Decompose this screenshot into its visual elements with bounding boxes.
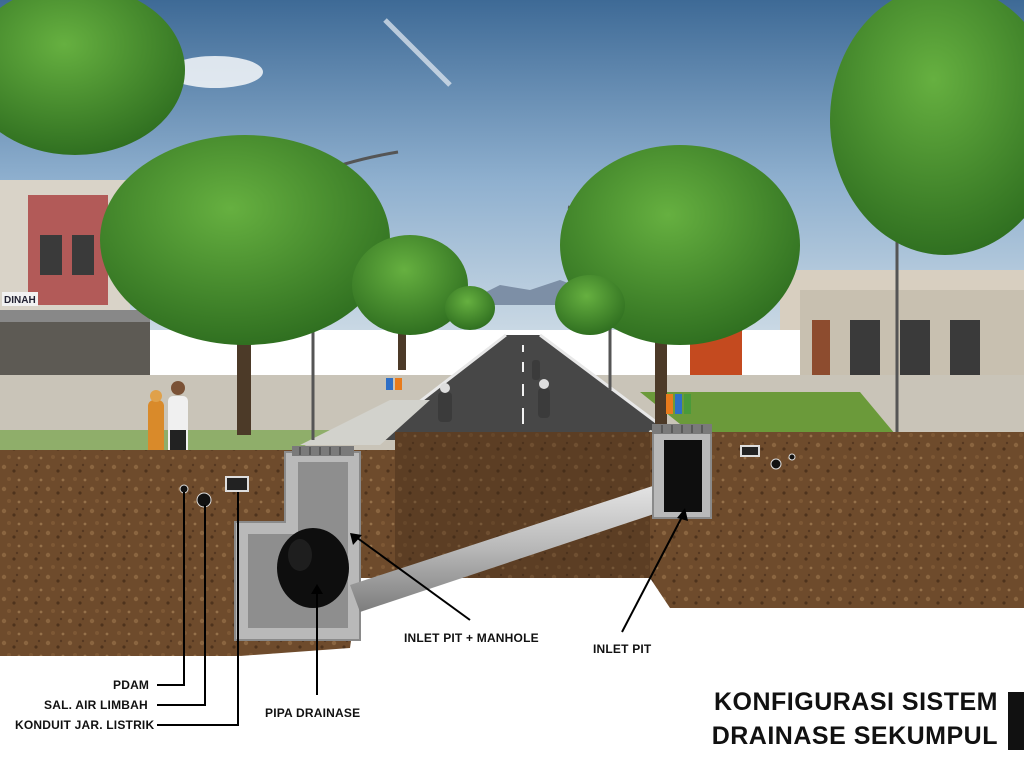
title-line-2: DRAINASE SEKUMPUL bbox=[711, 722, 998, 750]
buildings-left bbox=[0, 180, 150, 390]
trash-bins bbox=[386, 378, 691, 414]
arrow-inlet-pit bbox=[677, 508, 688, 521]
contrail bbox=[383, 18, 452, 87]
leader-sal-air-limbah bbox=[157, 505, 206, 706]
tree-left-mid bbox=[352, 235, 468, 370]
electric-conduit-right-icon bbox=[740, 445, 760, 457]
tree-right-far bbox=[555, 275, 625, 335]
soil-shadow bbox=[395, 432, 650, 578]
leader-konduit bbox=[157, 492, 239, 726]
motorcycles bbox=[438, 360, 550, 422]
electric-conduit-icon bbox=[225, 476, 249, 492]
tree-left-large bbox=[100, 135, 390, 435]
leader-arrowheads bbox=[311, 508, 688, 594]
leader-inlet-manhole bbox=[355, 536, 471, 621]
sewage-pipe-icon bbox=[196, 492, 212, 508]
label-konduit-jar-listrik: KONDUIT JAR. LISTRIK bbox=[15, 718, 155, 732]
label-inlet-pit-manhole: INLET PIT + MANHOLE bbox=[404, 631, 539, 645]
leader-inlet-pit bbox=[621, 512, 685, 633]
grass-left bbox=[0, 430, 330, 455]
sidewalk-left bbox=[300, 400, 430, 445]
label-inlet-pit: INLET PIT bbox=[593, 642, 652, 656]
label-pipa-drainase: PIPA DRAINASE bbox=[265, 706, 361, 720]
label-sal-air-limbah: SAL. AIR LIMBAH bbox=[44, 698, 148, 712]
inlet-pit-manhole-structure bbox=[234, 446, 361, 641]
leader-lines bbox=[157, 492, 685, 726]
tree-top-right bbox=[830, 0, 1024, 255]
pdam-pipe-right-icon bbox=[788, 453, 796, 461]
inlet-pit-structure bbox=[652, 424, 712, 519]
title-accent-bar bbox=[1008, 692, 1024, 750]
tree-top-left bbox=[0, 0, 185, 155]
arrow-inlet-manhole bbox=[350, 533, 362, 545]
leader-pdam bbox=[157, 492, 185, 686]
label-pdam: PDAM bbox=[113, 678, 150, 692]
shop-sign: DINAH bbox=[4, 295, 36, 306]
cloud bbox=[167, 56, 263, 88]
sewage-pipe-right-icon bbox=[770, 458, 782, 470]
arrow-pipa-drainase bbox=[311, 584, 323, 594]
tree-left-far bbox=[445, 286, 495, 330]
pdam-pipe-icon bbox=[179, 484, 189, 494]
title-line-1: KONFIGURASI SISTEM bbox=[713, 688, 998, 716]
